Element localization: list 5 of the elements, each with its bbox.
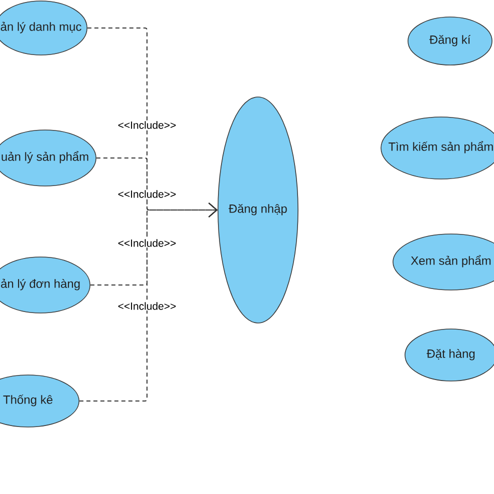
edge-label: <<Include>>: [117, 238, 177, 248]
edge-label: <<Include>>: [117, 302, 177, 310]
edge-label: <<Include>>: [117, 120, 177, 130]
edge-label: <<Include>>: [117, 190, 177, 198]
include-arrow: [78, 202, 218, 402]
